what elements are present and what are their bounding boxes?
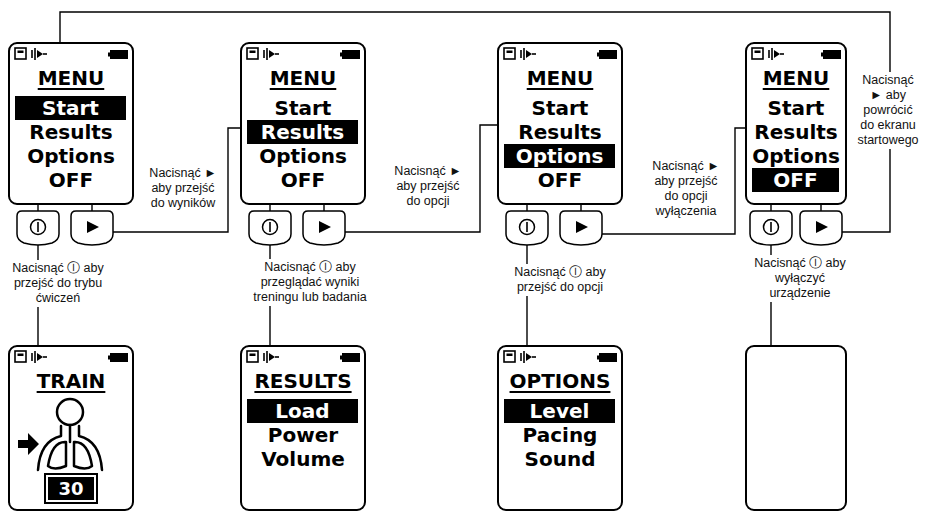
selected-item: Options (504, 144, 615, 168)
selected-item: Start (15, 96, 126, 120)
highlight-bar: OFF (752, 168, 839, 192)
instruction-label: Nacisnąć Ⓘ aby przejść do opcji (504, 264, 616, 296)
menu-item: Results (499, 120, 621, 144)
highlight-bar: Level (504, 399, 615, 423)
menu-item: OFF (499, 168, 621, 192)
counter-box: 30 (44, 473, 98, 504)
device-screen: MENU StartResultsOptionsOFF (745, 42, 847, 205)
screen-heading: MENU (747, 64, 845, 92)
menu-item: Pacing (499, 423, 621, 447)
instruction-label: Nacisnąć Ⓘ aby przeglądać wyniki trening… (247, 259, 373, 306)
instruction-label: Nacisnąć ► aby przejść do opcji (386, 163, 470, 210)
device-screen: MENU StartResultsOptionsOFF (240, 42, 366, 205)
screen-heading: MENU (10, 64, 132, 92)
flow-connector (92, 128, 240, 232)
menu-item: Results (747, 120, 845, 144)
instruction-label: Nacisnąć Ⓘ aby wyłączyć urządzenie (744, 255, 856, 302)
instruction-label: Nacisnąć ► aby przejść do opcji wyłączen… (644, 158, 728, 220)
device-screen: MENU StartResultsOptionsOFF (497, 42, 623, 205)
highlight-bar: Results (247, 120, 358, 144)
menu-item: Options (747, 144, 845, 168)
device-screen: MENU StartResultsOptionsOFF (8, 42, 134, 205)
instruction-label: Nacisnąć ► aby powrócić do ekranu starto… (853, 72, 923, 149)
device-screen: RESULTS LoadPowerVolume (240, 345, 366, 511)
counter-value: 30 (46, 475, 96, 502)
menu-item: OFF (10, 168, 132, 192)
menu-item: Power (242, 423, 364, 447)
screen-heading: MENU (499, 64, 621, 92)
screen-heading: OPTIONS (499, 367, 621, 395)
device-screen: OPTIONS LevelPacingSound (497, 345, 623, 511)
menu-item: OFF (242, 168, 364, 192)
selected-item: OFF (752, 168, 839, 192)
selected-item: Results (247, 120, 358, 144)
menu-item: Results (10, 120, 132, 144)
flow-connector (60, 12, 890, 232)
instruction-label: Nacisnąć Ⓘ aby przejść do trybu ćwiczeń (6, 260, 110, 307)
device-screen: TRAIN 30 (8, 345, 134, 511)
menu-item: Start (242, 96, 364, 120)
screen-heading: TRAIN (10, 367, 132, 395)
menu-item: Sound (499, 447, 621, 471)
highlight-bar: Options (504, 144, 615, 168)
menu-item: Options (242, 144, 364, 168)
menu-item: Start (499, 96, 621, 120)
selected-item: Load (247, 399, 358, 423)
menu-item: Options (10, 144, 132, 168)
device-screen (745, 345, 847, 511)
instruction-label: Nacisnąć ► aby przejść do wyników (145, 165, 221, 212)
highlight-bar: Start (15, 96, 126, 120)
menu-item: Volume (242, 447, 364, 471)
screen-heading: MENU (242, 64, 364, 92)
screen-heading: RESULTS (242, 367, 364, 395)
highlight-bar: Load (247, 399, 358, 423)
menu-item: Start (747, 96, 845, 120)
selected-item: Level (504, 399, 615, 423)
